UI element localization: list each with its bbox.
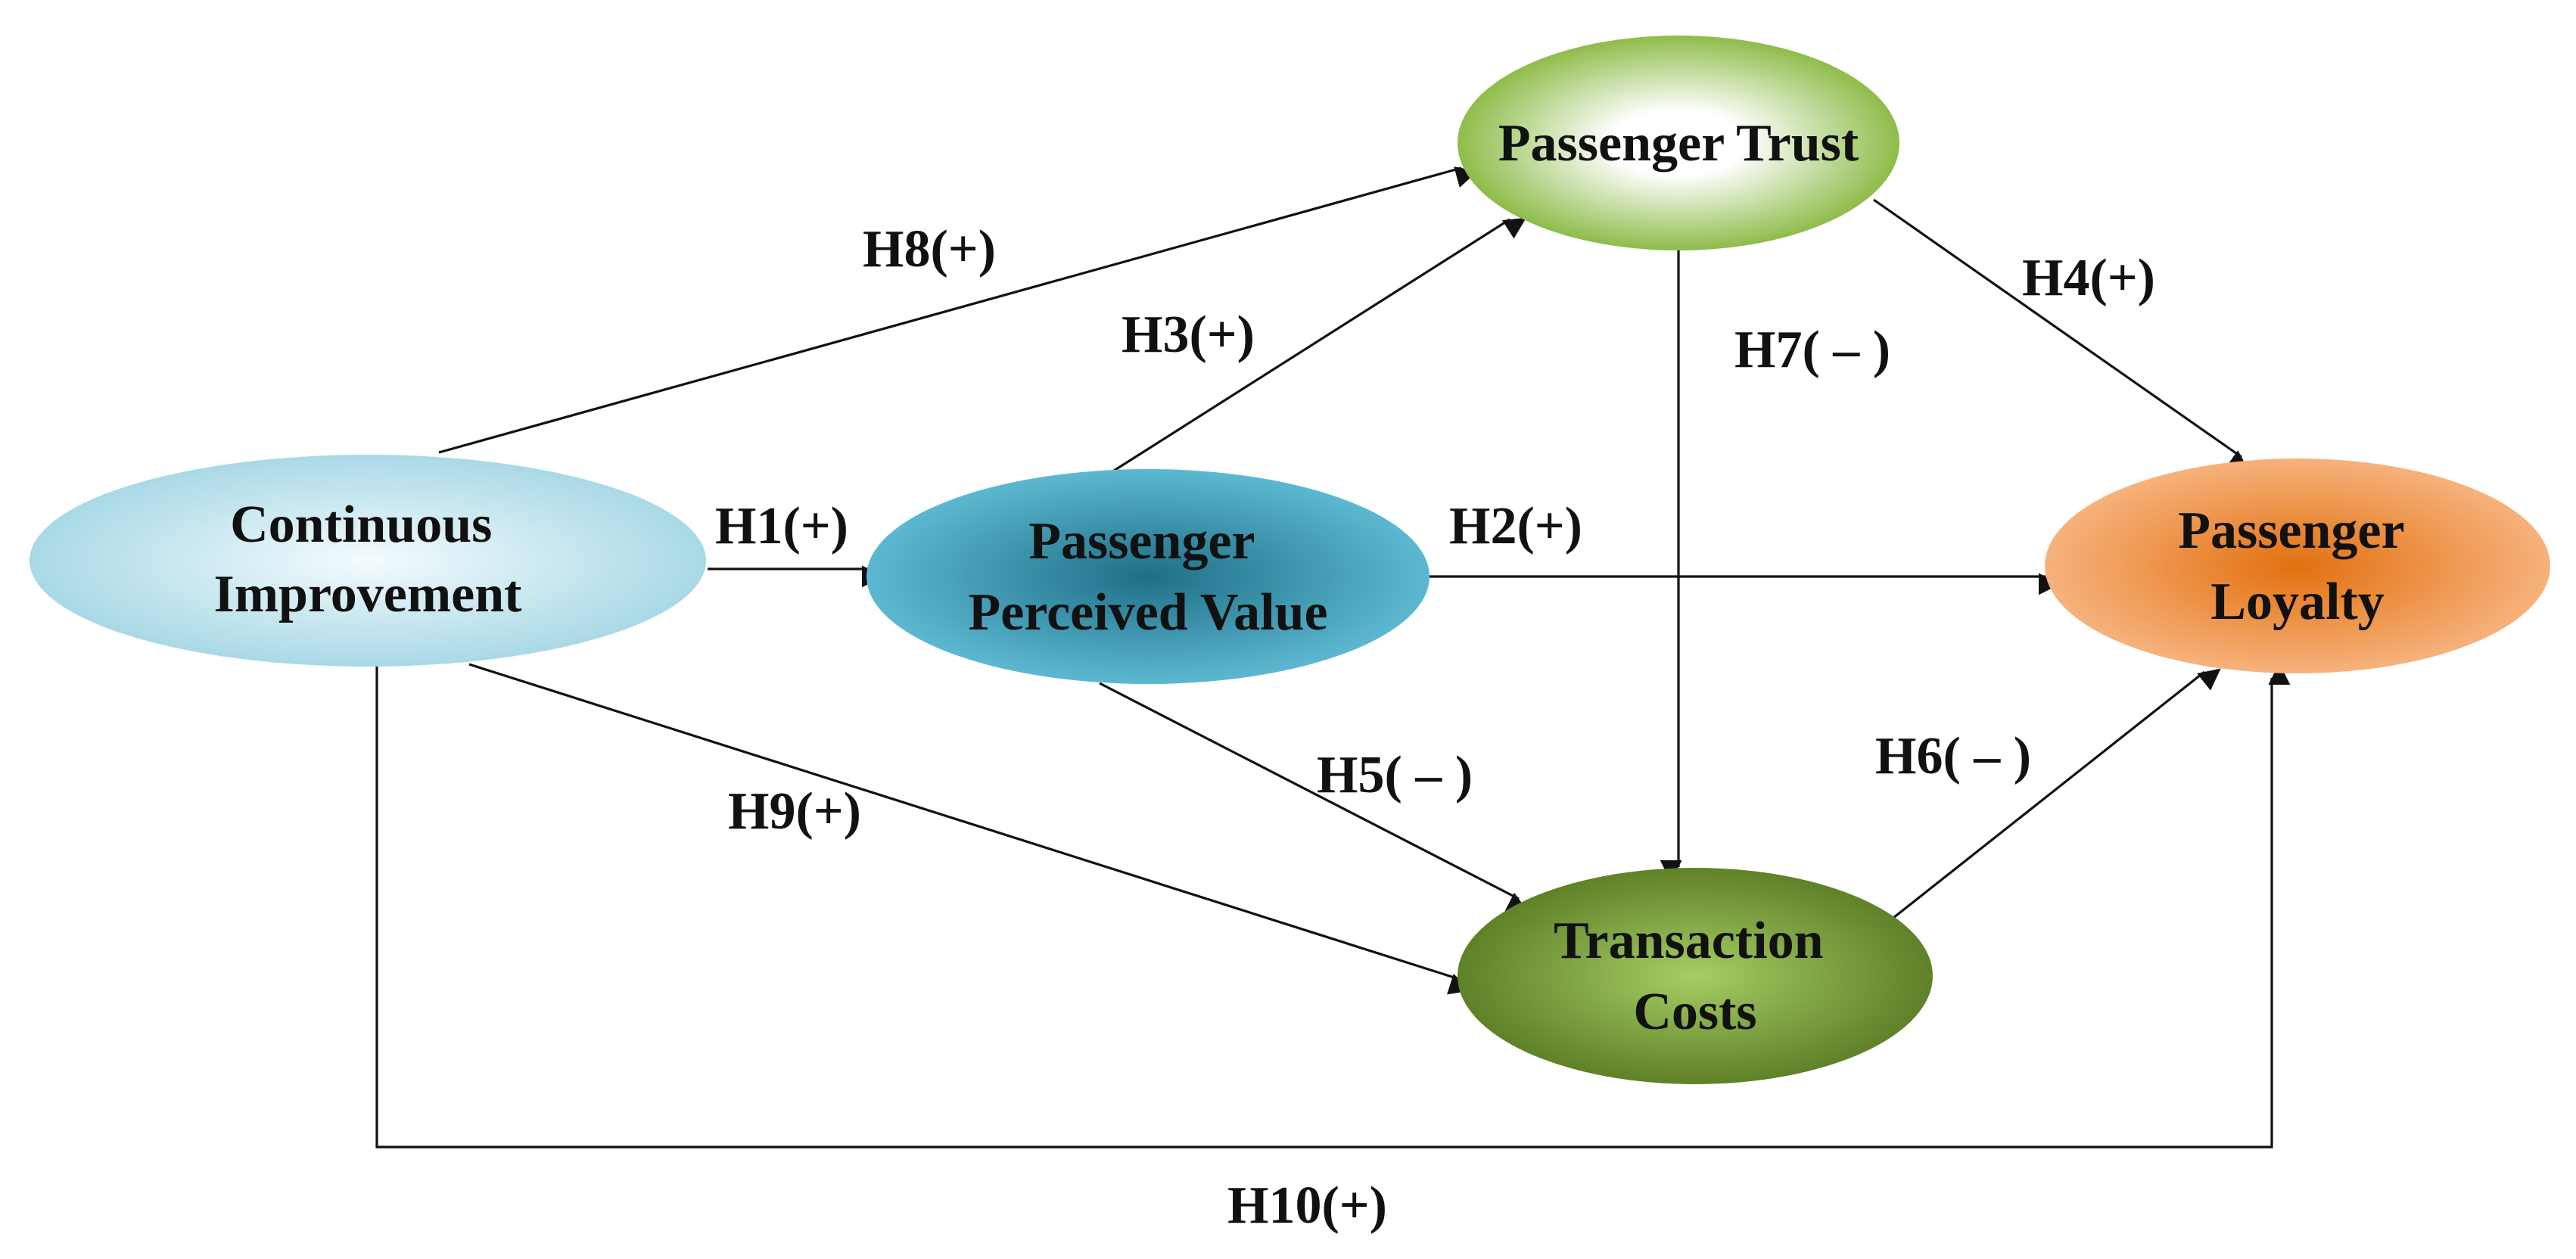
node-label: Transaction Costs (1554, 912, 1837, 1041)
label-h8: H8(+) (863, 220, 996, 278)
label-h4: H4(+) (2022, 249, 2155, 307)
edge-h6 (1893, 668, 2221, 919)
node-passenger-loyalty[interactable]: Passenger Loyalty (2045, 459, 2550, 673)
label-h5: H5( – ) (1317, 746, 1473, 804)
node-transaction-costs[interactable]: Transaction Costs (1458, 868, 1933, 1084)
edges (375, 166, 2291, 1149)
node-label: Passenger Trust (1498, 114, 1859, 173)
node-label: Passenger Perceived Value (968, 512, 1327, 642)
label-h1: H1(+) (715, 497, 848, 555)
label-h9: H9(+) (728, 782, 861, 841)
label-h6: H6( – ) (1875, 727, 2031, 785)
node-passenger-perceived-value[interactable]: Passenger Perceived Value (866, 469, 1430, 684)
edge-h5 (1099, 682, 1529, 912)
node-passenger-trust[interactable]: Passenger Trust (1458, 36, 1899, 250)
node-label: Passenger Loyalty (2178, 502, 2417, 631)
label-h10: H10(+) (1227, 1177, 1387, 1235)
edge-h3 (1113, 217, 1527, 472)
label-h2: H2(+) (1449, 497, 1582, 555)
node-label: Continuous Improvement (214, 496, 522, 623)
label-h3: H3(+) (1122, 306, 1255, 364)
edge-h8 (438, 166, 1478, 454)
edge-h10 (375, 663, 2291, 1149)
edge-h9 (468, 663, 1471, 995)
hypothesis-labels: H1(+) H2(+) H3(+) H4(+) H5( – ) H6( – ) … (715, 220, 2155, 1235)
label-h7: H7( – ) (1734, 321, 1890, 379)
edge-h4 (1873, 198, 2250, 472)
node-continuous-improvement[interactable]: Continuous Improvement (30, 455, 706, 667)
